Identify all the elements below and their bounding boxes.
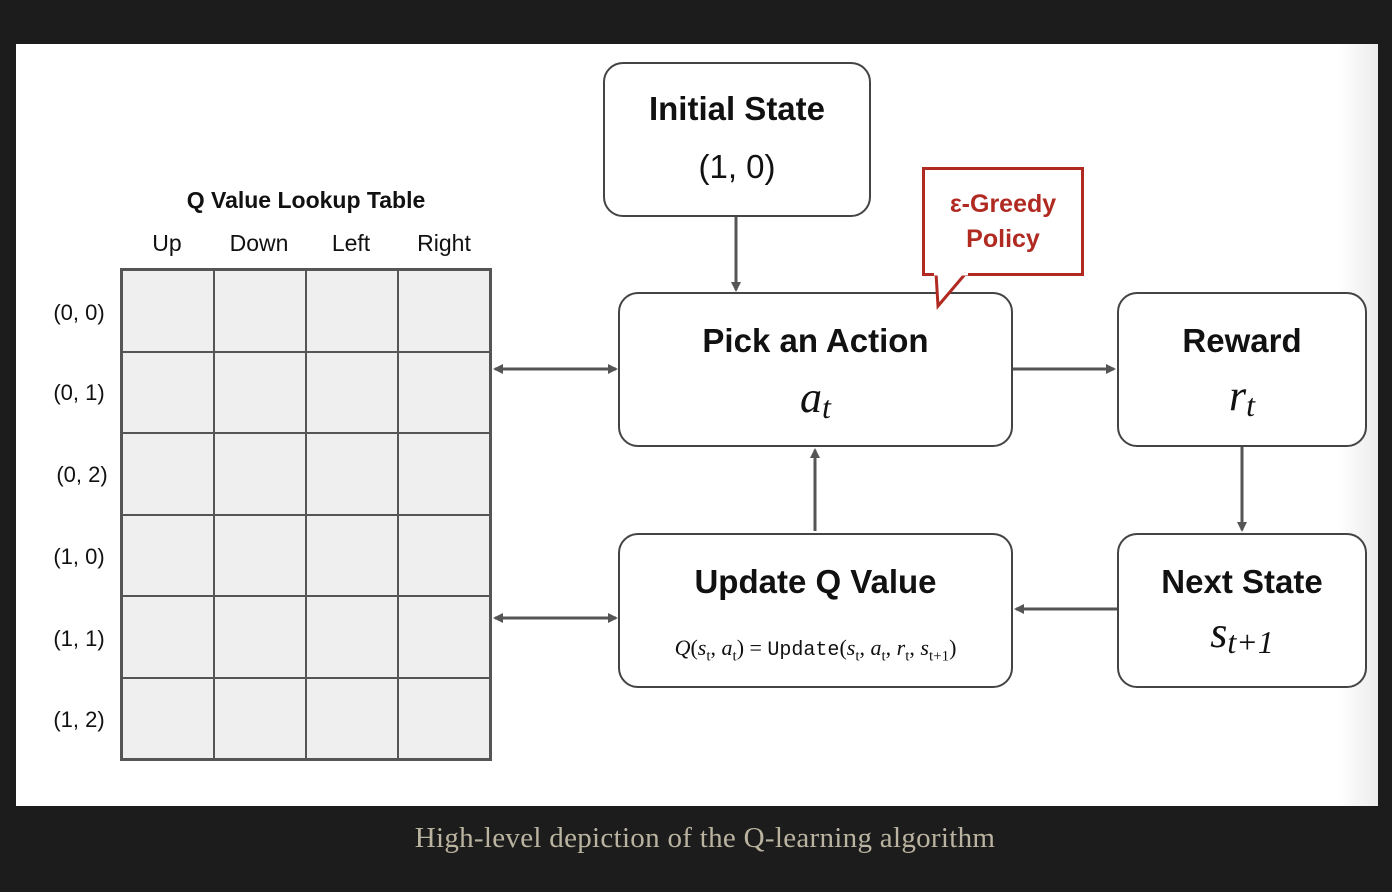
epsilon-greedy-callout: ε-Greedy Policy — [922, 167, 1084, 276]
table-cell — [306, 433, 398, 515]
next-state-symbol: st+1 — [1210, 608, 1274, 660]
table-cell — [214, 677, 306, 759]
figure-caption: High-level depiction of the Q-learning a… — [414, 822, 996, 854]
table-cell — [398, 433, 490, 515]
row-header: (1, 2) — [53, 707, 105, 732]
table-cell — [214, 270, 306, 352]
table-cell — [214, 351, 306, 433]
column-header-left: Left — [331, 230, 371, 256]
initial-state-value: (1, 0) — [698, 148, 776, 185]
table-cell — [214, 514, 306, 596]
q-value-table — [120, 268, 492, 761]
table-cell — [398, 514, 490, 596]
next-state-box: Next State st+1 — [1117, 533, 1367, 688]
action-symbol: at — [800, 373, 831, 425]
table-cell — [214, 596, 306, 678]
update-q-box: Update Q Value Q(st, at) = Update(st, at… — [618, 533, 1013, 688]
reward-title: Reward — [1182, 322, 1302, 359]
table-cell — [306, 270, 398, 352]
row-header: (1, 1) — [53, 626, 105, 651]
pick-action-box: Pick an Action at — [618, 292, 1013, 447]
table-cell — [122, 351, 214, 433]
table-cell — [398, 351, 490, 433]
table-cell — [306, 596, 398, 678]
table-cell — [122, 677, 214, 759]
initial-state-title: Initial State — [648, 90, 826, 127]
table-cell — [122, 596, 214, 678]
table-cell — [214, 433, 306, 515]
pick-action-title: Pick an Action — [702, 322, 929, 359]
row-header: (1, 0) — [53, 544, 105, 569]
table-cell — [306, 514, 398, 596]
table-cell — [122, 433, 214, 515]
update-q-title: Update Q Value — [694, 563, 937, 600]
table-title: Q Value Lookup Table — [186, 187, 426, 213]
column-header-down: Down — [229, 230, 289, 256]
policy-line-1: ε-Greedy — [949, 190, 1057, 218]
table-cell — [122, 514, 214, 596]
reward-box: Reward rt — [1117, 292, 1367, 447]
policy-line-2: Policy — [966, 225, 1040, 253]
table-cell — [398, 270, 490, 352]
row-header: (0, 1) — [53, 380, 105, 405]
column-header-right: Right — [417, 230, 471, 256]
row-header: (0, 0) — [53, 300, 105, 325]
initial-state-box: Initial State (1, 0) — [603, 62, 871, 217]
callout-pointer — [934, 272, 968, 310]
reward-symbol: rt — [1228, 371, 1255, 423]
table-cell — [122, 270, 214, 352]
table-cell — [306, 351, 398, 433]
row-header: (0, 2) — [56, 462, 108, 487]
next-state-title: Next State — [1161, 563, 1323, 600]
update-equation: Q(st, at) = Update(st, at, rt, st+1) — [674, 635, 957, 665]
table-cell — [306, 677, 398, 759]
table-cell — [398, 596, 490, 678]
table-cell — [398, 677, 490, 759]
column-header-up: Up — [152, 230, 182, 256]
